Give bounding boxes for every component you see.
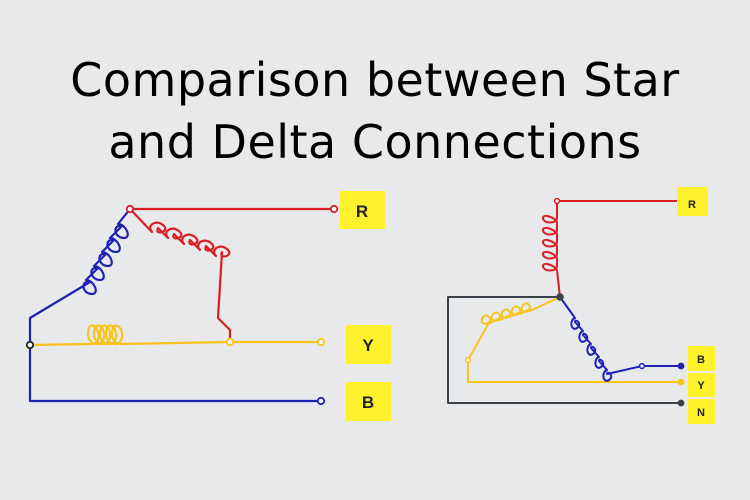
delta-terminal-b bbox=[316, 396, 326, 406]
star-labels: R B Y N bbox=[677, 187, 715, 424]
delta-labels: R Y B bbox=[340, 191, 391, 421]
star-label-box-b bbox=[688, 346, 715, 371]
star-blue-coil bbox=[559, 296, 682, 382]
star-terminal-n bbox=[677, 399, 685, 407]
star-red-coil bbox=[542, 200, 561, 298]
delta-diagram bbox=[25, 204, 339, 406]
star-label-y: Y bbox=[697, 380, 705, 392]
delta-label-r: R bbox=[356, 202, 368, 221]
star-terminal-b bbox=[677, 362, 685, 370]
delta-terminal-r bbox=[329, 204, 339, 214]
delta-node-right bbox=[225, 337, 235, 347]
delta-blue-coil bbox=[28, 207, 132, 347]
star-neutral-node bbox=[556, 293, 564, 301]
delta-node-top bbox=[125, 204, 135, 214]
star-diagram bbox=[447, 197, 685, 407]
star-label-b: B bbox=[697, 354, 705, 366]
star-label-box-y bbox=[688, 373, 715, 397]
star-y-node bbox=[464, 356, 472, 364]
title-line-1: Comparison between Star bbox=[70, 53, 680, 107]
delta-label-b: B bbox=[362, 393, 374, 412]
star-terminal-y bbox=[677, 378, 685, 386]
star-label-n: N bbox=[697, 407, 705, 419]
delta-label-box-r bbox=[340, 191, 385, 229]
star-label-r: R bbox=[688, 199, 696, 211]
star-yellow-coil bbox=[467, 296, 682, 383]
title-line-2: and Delta Connections bbox=[108, 115, 642, 169]
delta-label-box-y bbox=[346, 325, 391, 364]
delta-yellow-coil bbox=[28, 324, 322, 347]
star-r-node bbox=[553, 197, 561, 205]
star-b-node bbox=[638, 362, 646, 370]
delta-red-coil bbox=[128, 207, 232, 343]
delta-label-y: Y bbox=[362, 336, 374, 355]
delta-node-left bbox=[25, 340, 35, 350]
star-neutral-line bbox=[447, 296, 682, 404]
delta-terminal-y bbox=[316, 337, 326, 347]
delta-b-line bbox=[28, 343, 321, 403]
delta-label-box-b bbox=[346, 382, 391, 421]
star-label-box-r bbox=[677, 187, 708, 216]
star-label-box-n bbox=[688, 399, 715, 424]
